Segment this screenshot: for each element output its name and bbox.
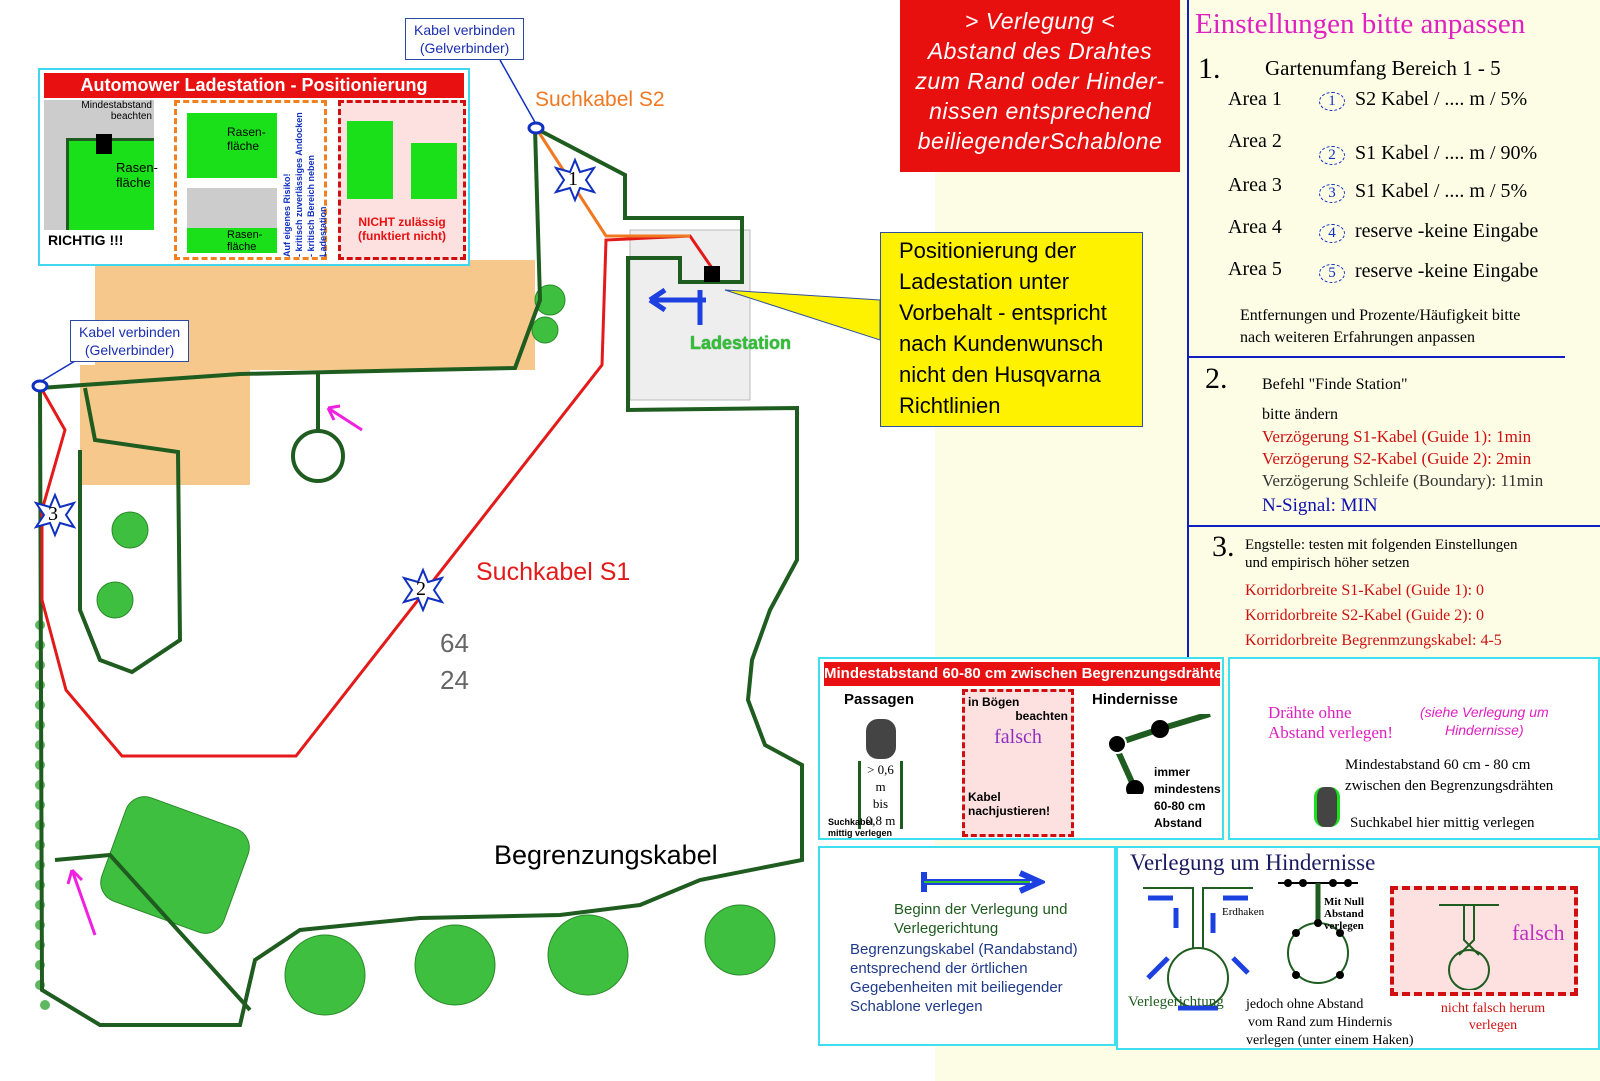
obstacle-loop — [291, 429, 345, 483]
divider — [1187, 356, 1565, 358]
start-arrow-icon — [921, 870, 1045, 894]
divider — [1187, 0, 1189, 660]
section-number: 2. — [1205, 362, 1228, 395]
start-direction-arrow — [648, 287, 706, 325]
tree — [111, 511, 149, 549]
section1-heading: Gartenumfang Bereich 1 - 5 — [1265, 56, 1501, 80]
star-marker-1 — [553, 157, 597, 203]
guide-cable-s2 — [534, 127, 690, 238]
section1-note: Entfernungen und Prozente/Häufigkeit bit… — [1240, 307, 1521, 346]
shed-building — [629, 229, 751, 401]
star-label-2: 2 — [416, 578, 426, 600]
tree — [96, 581, 134, 619]
charging-station — [704, 266, 720, 282]
connector-callout-left: Kabel verbinden(Gelverbinder) — [70, 320, 190, 362]
tree — [547, 914, 629, 996]
divider — [1187, 525, 1600, 527]
not-allowed-example: NICHT zulässig(funktiert nicht) — [338, 100, 466, 260]
star-marker-2 — [401, 567, 445, 613]
section3: Engstelle: testen mit folgenden Einstell… — [1245, 537, 1518, 571]
wrong-example: falsch — [1390, 886, 1578, 996]
section-number: 1. — [1198, 52, 1221, 85]
tree — [534, 284, 566, 316]
tree — [284, 934, 366, 1016]
trees — [96, 284, 776, 1016]
boundary-cable — [37, 124, 804, 1027]
star-badge-icon: 4 — [1319, 224, 1345, 243]
boundary-cable-inner — [78, 387, 183, 675]
connector-left — [31, 379, 49, 393]
ladestation-label: Ladestation — [690, 333, 792, 353]
connector-top — [527, 121, 545, 135]
section-number: 3. — [1212, 530, 1235, 563]
garden-map — [31, 59, 881, 1027]
obstacles-icon — [1107, 714, 1211, 794]
section2-values: Verzögerung S1-Kabel (Guide 1): 1min Ver… — [1262, 427, 1544, 516]
s2-label: Suchkabel S2 — [535, 88, 665, 111]
star-label-1: 1 — [568, 168, 578, 190]
obstacle-loop-icon — [1143, 887, 1253, 1011]
risk-note: Auf eigenes Risiko!- kritisch zuverlässi… — [282, 112, 328, 257]
mower-icon — [1314, 787, 1340, 827]
callout-pointer — [499, 59, 537, 125]
tree — [531, 316, 559, 344]
obstacle-laying-panel: Verlegung um Hindernisse Verlegerichtung… — [1116, 846, 1600, 1050]
connector-callout-top: Kabel verbinden(Gelverbinder) — [405, 18, 525, 60]
settings-title: Einstellungen bitte anpassen — [1195, 8, 1526, 40]
s1-label: Suchkabel S1 — [476, 558, 631, 586]
star-badge-icon: 1 — [1319, 92, 1345, 111]
star-label-3: 3 — [48, 503, 58, 525]
correct-label: RICHTIG !!! — [48, 232, 124, 248]
mower-icon — [866, 719, 896, 759]
boundary-label: Begrenzungskabel — [494, 840, 718, 870]
star-marker-3 — [33, 492, 77, 538]
flower-bed — [100, 796, 250, 934]
star-badge-icon: 5 — [1319, 264, 1345, 283]
earth-hook-icon — [1278, 879, 1358, 984]
correct-example: Mindestabstand beachten Rasen-fläche — [44, 100, 158, 230]
guide-cable-s1 — [38, 234, 714, 758]
section2: Befehl "Finde Station"bitte ändern — [1262, 376, 1408, 423]
boundary-cable-bed — [54, 852, 252, 1012]
positioning-inset: Automower Ladestation - Positionierung M… — [38, 68, 470, 266]
magenta-arrow-icon — [326, 404, 363, 432]
min-distance-panel: Mindestabstand 60-80 cm zwischen Begrenz… — [818, 657, 1224, 840]
plan-number: 24 — [440, 665, 469, 695]
callout-pointer — [39, 357, 81, 383]
star-badge-icon: 3 — [1319, 184, 1345, 203]
risky-example: Rasen-fläche Rasen-fläche Auf eigenes Ri… — [174, 100, 328, 260]
inset-title: Automower Ladestation - Positionierung — [44, 73, 464, 98]
star-badge-icon: 2 — [1319, 146, 1345, 165]
plan-number: 64 — [440, 628, 469, 658]
tree — [704, 904, 776, 976]
magenta-arrow-icon — [66, 868, 97, 936]
tree — [414, 924, 496, 1006]
